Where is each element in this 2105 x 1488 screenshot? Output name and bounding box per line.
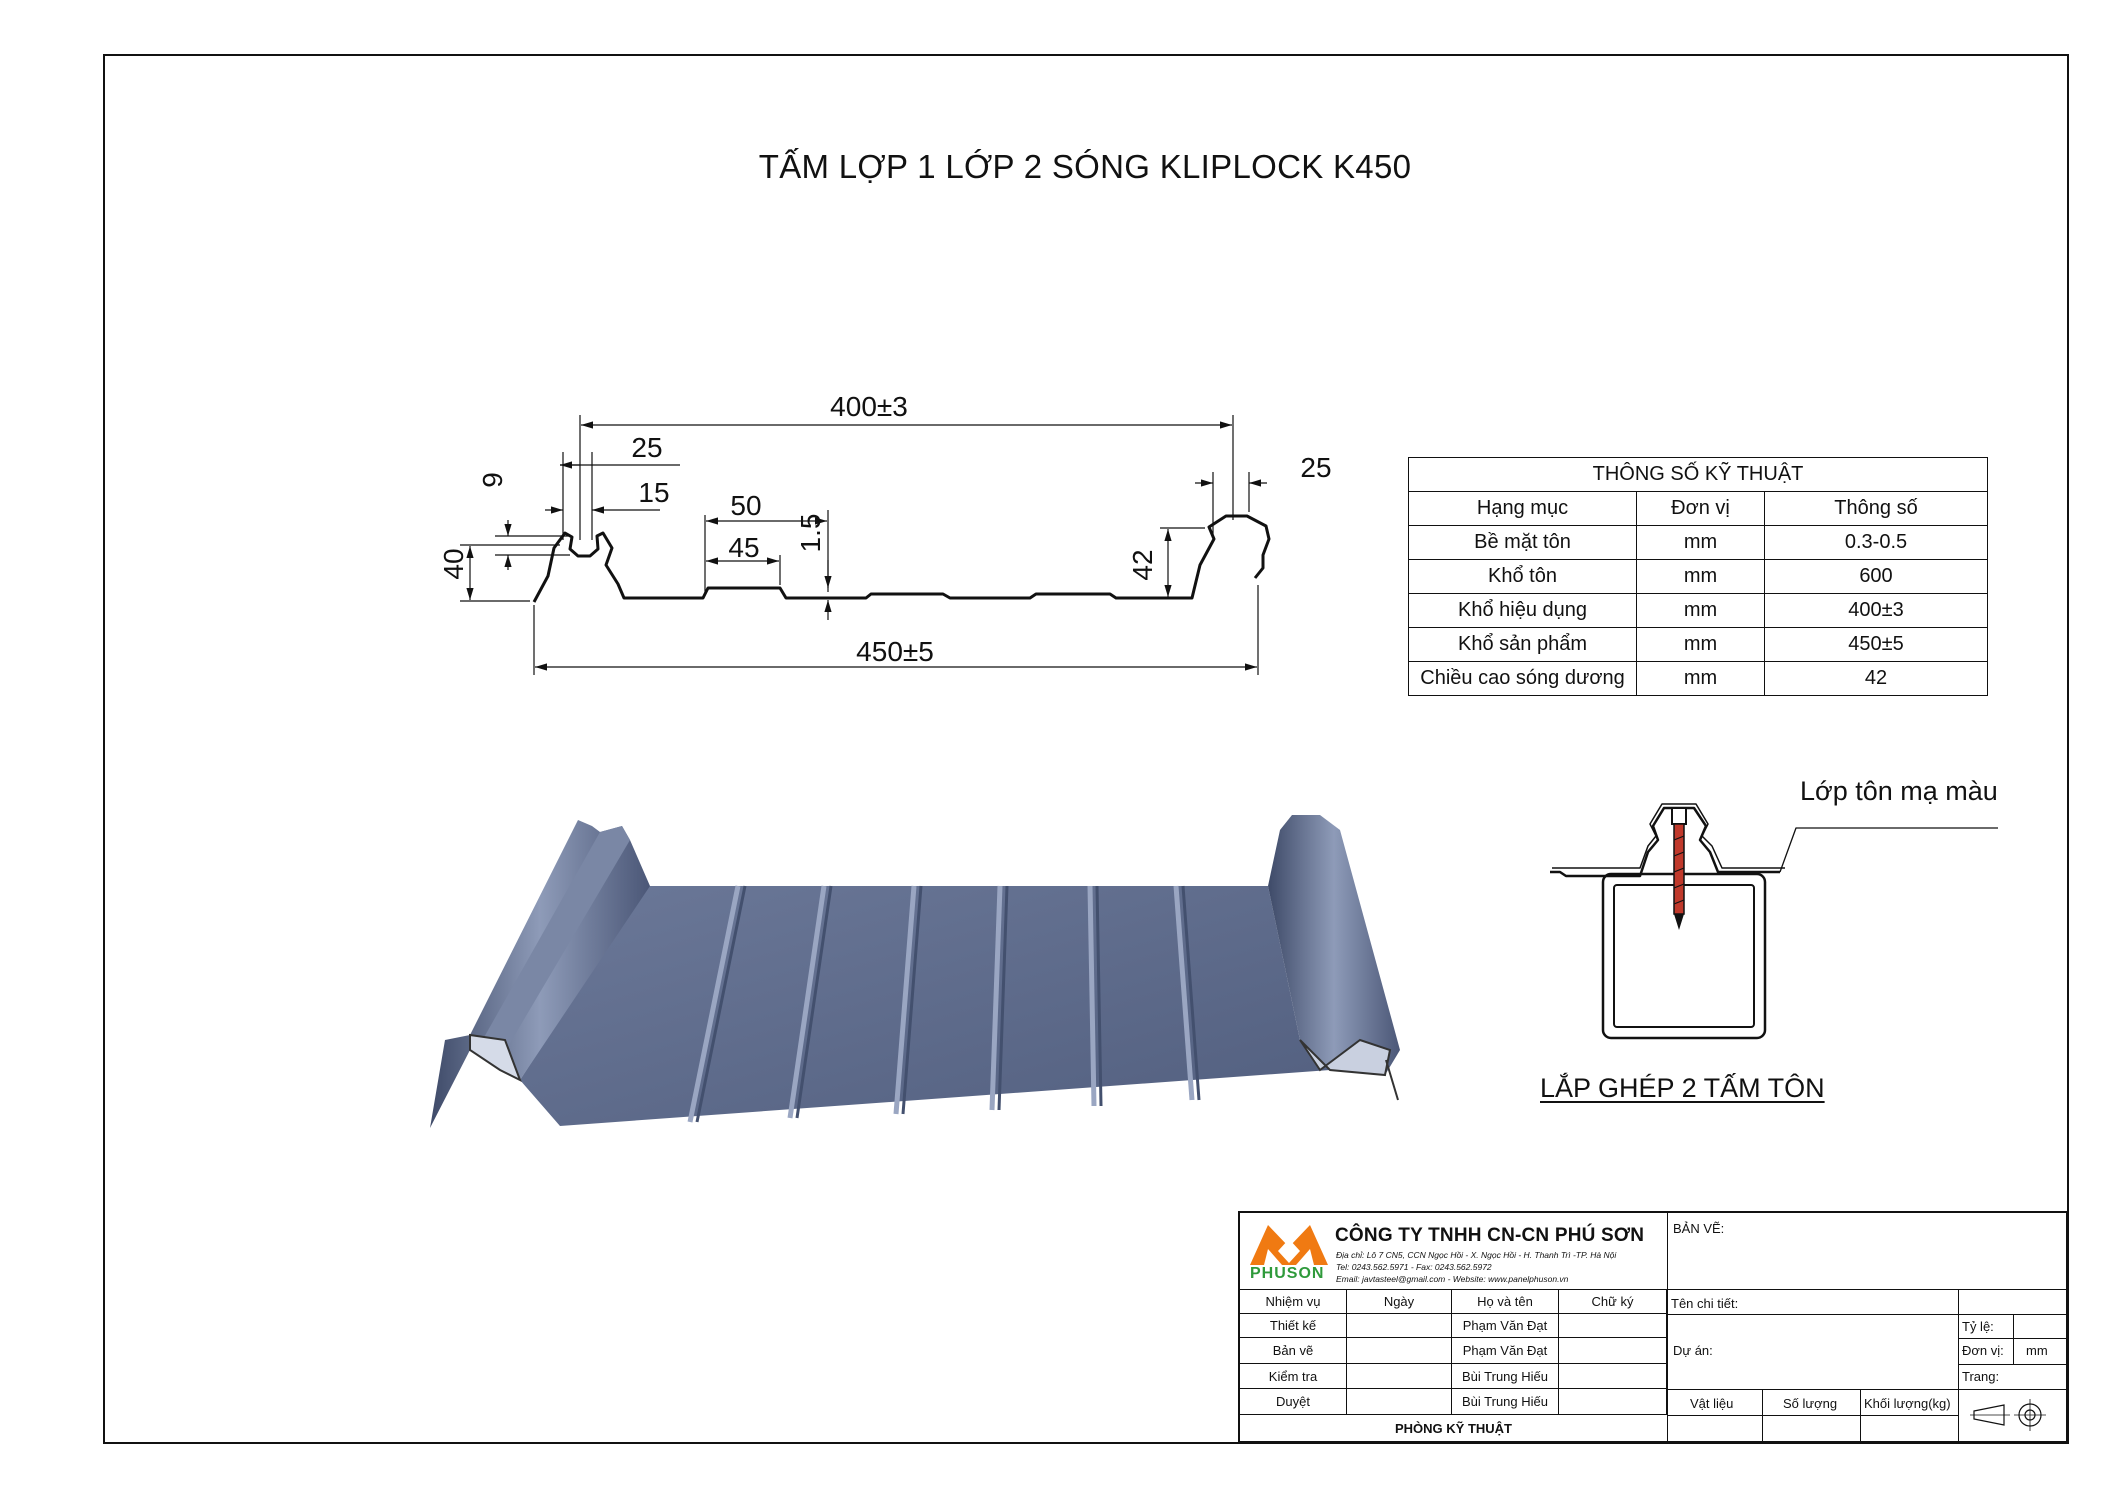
tb-cell: Phạm Văn Đạt [1452, 1338, 1559, 1364]
tb-cell [1559, 1364, 1667, 1389]
dim-25-right: 25 [1300, 452, 1331, 483]
tb-cell: Thiết kế [1240, 1314, 1347, 1338]
dim-42: 42 [1127, 549, 1158, 580]
company-name: CÔNG TY TNHH CN-CN PHÚ SƠN [1335, 1225, 1645, 1246]
tb-cell [1347, 1389, 1452, 1415]
spec-cell: 450±5 [1764, 627, 1988, 662]
dim-50: 50 [730, 490, 761, 521]
dim-1-5: 1.5 [795, 514, 826, 553]
tb-cell: Bản vẽ [1240, 1338, 1347, 1364]
quantity-label: Số lượng [1783, 1396, 1838, 1411]
page-label: Trang: [1962, 1369, 2000, 1384]
dim-45: 45 [728, 532, 759, 563]
drawing-label: BẢN VẼ: [1673, 1221, 1725, 1236]
logo-text: PHUSON [1250, 1265, 1325, 1282]
scale-label: Tỷ lệ: [1962, 1319, 1994, 1334]
drawing-title: TẤM LỢP 1 LỚP 2 SÓNG KLIPLOCK K450 [758, 148, 1412, 185]
table-row: Khổ hiệu dụng mm 400±3 [1408, 593, 1988, 628]
spec-cell: Bề mặt tôn [1408, 525, 1637, 560]
spec-cell: mm [1636, 627, 1765, 662]
projection-symbol-icon [1970, 1399, 2046, 1431]
tb-cell: Phạm Văn Đạt [1452, 1314, 1559, 1338]
company-logo [1250, 1225, 1328, 1265]
tb-cell: Bùi Trung Hiếu [1452, 1364, 1559, 1389]
project-label: Dự án: [1673, 1343, 1713, 1358]
tb-cell [1347, 1364, 1452, 1389]
material-label: Vật liệu [1690, 1396, 1734, 1411]
dim-400: 400±3 [830, 391, 908, 422]
spec-cell: mm [1636, 661, 1765, 696]
spec-cell: Chiều cao sóng dương [1408, 661, 1637, 696]
tb-cell: Bùi Trung Hiếu [1452, 1389, 1559, 1415]
tb-cell: Kiểm tra [1240, 1364, 1347, 1389]
spec-cell: 42 [1764, 661, 1988, 696]
spec-header-item: Hạng mục [1408, 491, 1637, 526]
dim-9: 9 [477, 472, 508, 488]
unit-label: Đơn vị: [1962, 1343, 2004, 1358]
drawing-frame [103, 54, 2069, 1444]
joint-layer-label: Lớp tôn mạ màu [1800, 776, 1998, 806]
weight-label: Khối lượng(kg) [1864, 1396, 1951, 1411]
tb-header-name: Họ và tên [1452, 1290, 1559, 1314]
detail-name-label: Tên chi tiết: [1671, 1296, 1739, 1311]
tb-header-signature: Chữ ký [1559, 1290, 1667, 1314]
screw-icon [1671, 807, 1687, 930]
sheet-pan [520, 886, 1330, 1126]
unit-value: mm [2026, 1343, 2048, 1358]
table-row: Khổ sản phẩm mm 450±5 [1408, 627, 1988, 662]
tb-cell [1347, 1314, 1452, 1338]
company-email: Email: javtasteel@gmail.com - Website: w… [1336, 1274, 1569, 1284]
spec-table: THÔNG SỐ KỸ THUẬT Hạng mục Đơn vị Thông … [1408, 457, 1988, 696]
spec-header-unit: Đơn vị [1636, 491, 1765, 526]
tb-header-date: Ngày [1347, 1290, 1452, 1314]
table-row: Chiều cao sóng dương mm 42 [1408, 661, 1988, 696]
table-row: Khổ tôn mm 600 [1408, 559, 1988, 594]
profile-outline [532, 514, 1271, 603]
dim-25-left: 25 [631, 432, 662, 463]
spec-table-title: THÔNG SỐ KỸ THUẬT [1408, 457, 1988, 492]
company-phone: Tel: 0243.562.5971 - Fax: 0243.562.5972 [1336, 1262, 1492, 1272]
spec-header-value: Thông số [1764, 491, 1988, 526]
title-block: PHUSON CÔNG TY TNHH CN-CN PHÚ SƠN Địa ch… [1238, 1211, 2068, 1443]
tb-cell [1559, 1389, 1667, 1415]
department-label: PHÒNG KỸ THUẬT [1395, 1420, 1512, 1436]
sheet-right-rib [1268, 815, 1400, 1075]
company-address: Địa chỉ: Lô 7 CN5, CCN Ngọc Hồi - X. Ngọ… [1336, 1250, 1617, 1260]
spec-cell: mm [1636, 593, 1765, 628]
joint-title: LẮP GHÉP 2 TẤM TÔN [1540, 1073, 1825, 1103]
sheet-stiffeners [687, 885, 1195, 1123]
dim-40: 40 [438, 548, 469, 579]
tb-cell [1347, 1338, 1452, 1364]
tb-cell [1559, 1314, 1667, 1338]
dim-450: 450±5 [856, 636, 934, 667]
tb-cell: Duyệt [1240, 1389, 1347, 1415]
tb-header-task: Nhiệm vụ [1240, 1290, 1347, 1314]
spec-cell: Khổ tôn [1408, 559, 1637, 594]
dim-15: 15 [638, 477, 669, 508]
tb-cell [1559, 1338, 1667, 1364]
